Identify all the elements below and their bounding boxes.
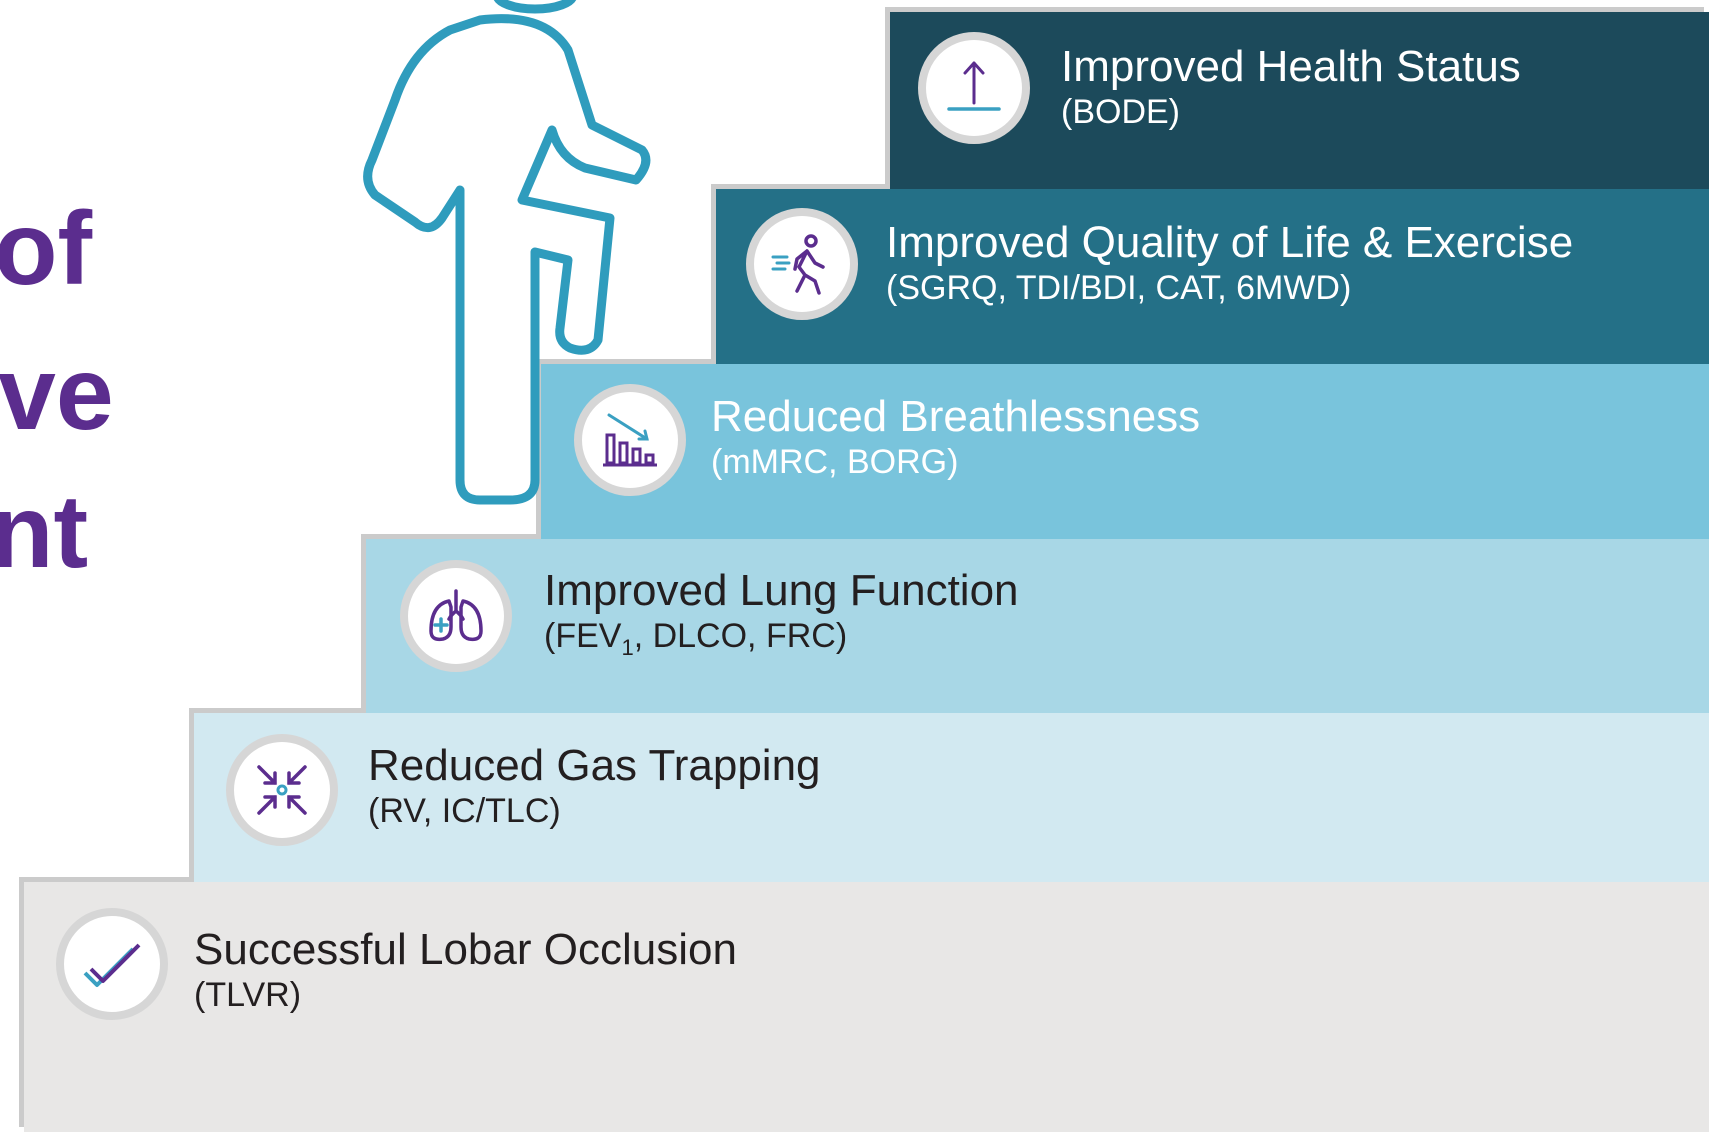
step-6-label: Improved Health Status (BODE) xyxy=(1061,42,1521,132)
step-3-subtitle-subscript: 1 xyxy=(621,634,634,660)
step-1-title: Successful Lobar Occlusion xyxy=(194,925,737,974)
step-6-title: Improved Health Status xyxy=(1061,42,1521,91)
step-1-subtitle: (TLVR) xyxy=(194,976,302,1014)
walking-person-icon xyxy=(771,234,825,295)
step-3-label: Improved Lung Function (FEV1, DLCO, FRC) xyxy=(544,566,1019,668)
step-5-subtitle: (SGRQ, TDI/BDI, CAT, 6MWD) xyxy=(886,269,1352,307)
title-fragment-1: of xyxy=(0,191,93,307)
title-fragment-3: nt xyxy=(0,474,89,590)
step-1 xyxy=(24,882,1709,1132)
step-3-subtitle-suffix: , DLCO, FRC) xyxy=(633,617,848,655)
declining-bars-icon xyxy=(603,413,657,467)
step-5-label: Improved Quality of Life & Exercise (SGR… xyxy=(886,218,1573,308)
up-arrow-icon xyxy=(947,61,1001,111)
step-4-subtitle: (mMRC, BORG) xyxy=(711,443,959,481)
step-4-label: Reduced Breathlessness (mMRC, BORG) xyxy=(711,392,1200,482)
step-6-icon-circle xyxy=(918,32,1030,144)
step-2-label: Reduced Gas Trapping (RV, IC/TLC) xyxy=(368,741,821,831)
step-5-title: Improved Quality of Life & Exercise xyxy=(886,218,1574,267)
title-fragment-2: ve xyxy=(0,336,114,452)
step-4 xyxy=(541,364,1709,539)
step-4-icon-circle xyxy=(574,384,686,496)
double-check-icon xyxy=(83,943,141,987)
step-3-icon-circle xyxy=(400,560,512,672)
step-2 xyxy=(194,713,1709,882)
step-2-icon-circle xyxy=(226,734,338,846)
step-2-title: Reduced Gas Trapping xyxy=(368,741,821,790)
step-1-icon-circle xyxy=(56,908,168,1020)
step-4-title: Reduced Breathlessness xyxy=(711,392,1201,441)
step-1-label: Successful Lobar Occlusion (TLVR) xyxy=(194,925,737,1015)
step-3-title: Improved Lung Function xyxy=(544,566,1019,615)
step-3 xyxy=(366,539,1709,713)
step-3-subtitle: (FEV1, DLCO, FRC) xyxy=(544,616,1019,668)
step-3-subtitle-prefix: (FEV xyxy=(544,617,622,655)
step-5-icon-circle xyxy=(746,208,858,320)
step-2-subtitle: (RV, IC/TLC) xyxy=(368,792,561,830)
step-5 xyxy=(716,189,1709,364)
step-6-subtitle: (BODE) xyxy=(1061,93,1180,131)
climbing-person-figure xyxy=(363,0,651,505)
lungs-icon xyxy=(429,589,483,642)
compress-arrows-icon xyxy=(257,765,307,815)
